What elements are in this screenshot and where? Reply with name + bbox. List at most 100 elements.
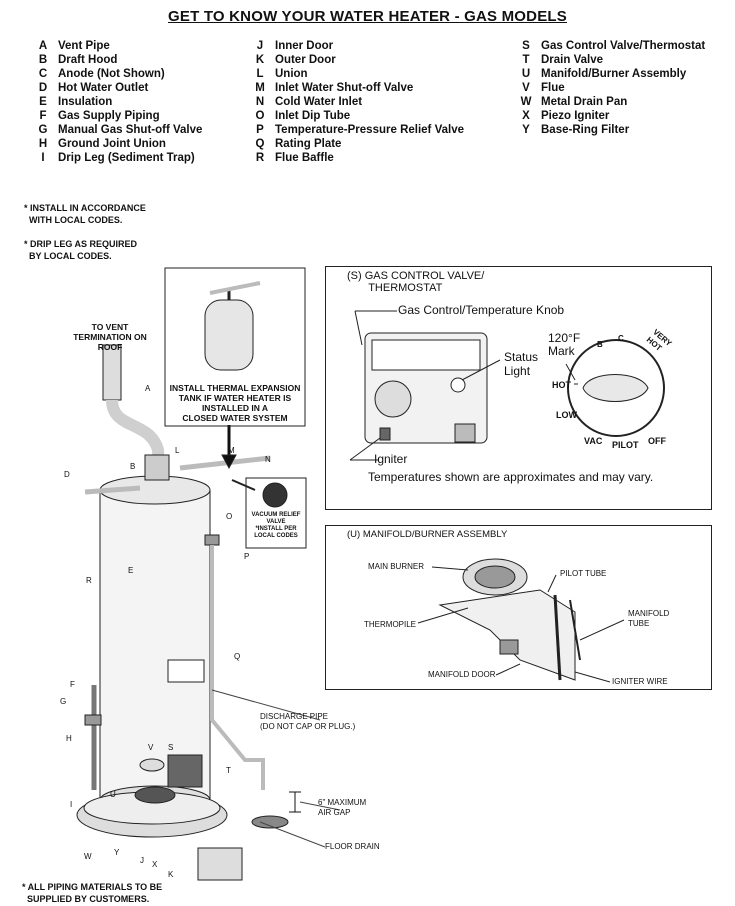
dial-low: LOW: [556, 410, 577, 420]
part-letter: G: [60, 697, 67, 706]
main-burner-label: MAIN BURNER: [368, 562, 425, 571]
part-letter: Y: [114, 848, 120, 857]
part-letter: B: [130, 462, 136, 471]
floor-drain-label: FLOOR DRAIN: [325, 842, 380, 851]
air-gap-label: 6" MAXIMUM AIR GAP: [318, 798, 367, 817]
vent-pipe: [106, 399, 166, 481]
pilot-tube: [553, 594, 562, 681]
pilot-tube-label: PILOT TUBE: [560, 569, 607, 578]
temperature-knob-small: [374, 380, 412, 418]
manifold-tube-label: MANIFOLD TUBE: [628, 609, 670, 628]
part-letter: P: [244, 552, 250, 561]
part-letter: Q: [234, 652, 241, 661]
temp-120-mark: 120°F Mark: [548, 331, 581, 358]
discharge-pipe: [210, 545, 265, 790]
dial-hot: HOT: [552, 380, 571, 390]
dial-c: C: [618, 334, 624, 343]
part-letter: L: [175, 446, 180, 455]
expansion-tank-note: INSTALL THERMAL EXPANSION TANK IF WATER …: [169, 383, 301, 423]
cold-water-pipe: [179, 455, 271, 471]
control-instruction-label: [371, 339, 481, 371]
dial-grip: [582, 374, 649, 402]
part-letter: N: [265, 455, 271, 464]
vacuum-relief-label: VACUUM RELIEF VALVE *INSTALL PER LOCAL C…: [251, 512, 301, 539]
page-title: GET TO KNOW YOUR WATER HEATER - GAS MODE…: [168, 8, 567, 25]
dial-b: B: [597, 340, 603, 349]
thermopile-label: THERMOPILE: [364, 620, 417, 629]
part-letter: O: [226, 512, 233, 521]
gas-control-valve: [167, 754, 203, 788]
dial-off: OFF: [648, 436, 666, 446]
gas-control-heading: (S) GAS CONTROL VALVE/ THERMOSTAT: [347, 270, 485, 294]
igniter-label: Igniter: [374, 452, 408, 466]
igniter-button: [379, 427, 391, 441]
knob-label: Gas Control/Temperature Knob: [398, 303, 565, 317]
install-note: * INSTALL IN ACCORDANCE WITH LOCAL CODES…: [24, 203, 146, 225]
temperature-footnote: Temperatures shown are approximates and …: [368, 470, 654, 484]
part-letter: D: [64, 470, 70, 479]
part-letter: T: [226, 766, 231, 775]
gas-shutoff-valve: [84, 714, 102, 726]
vent-label: TO VENT TERMINATION ON ROOF: [73, 322, 147, 352]
part-letter: X: [152, 860, 158, 869]
manifold-door-label: MANIFOLD DOOR: [428, 670, 496, 679]
hot-water-pipe: [84, 485, 141, 495]
part-letter: H: [66, 734, 72, 743]
part-letter: E: [128, 566, 134, 575]
expansion-tank-box: [164, 267, 306, 427]
status-light: [450, 377, 466, 393]
vacuum-relief-box: [245, 477, 307, 549]
floor-drain: [251, 815, 289, 829]
part-letter: W: [84, 852, 92, 861]
part-letter: U: [110, 790, 116, 799]
manifold-door-plate: [438, 589, 576, 681]
part-letter: R: [86, 576, 92, 585]
dial-vac: VAC: [584, 436, 603, 446]
part-letter: V: [148, 743, 154, 752]
rating-plate: [167, 659, 205, 683]
vacuum-relief-valve: [262, 482, 288, 508]
part-letter: J: [140, 856, 144, 865]
manifold-heading: (U) MANIFOLD/BURNER ASSEMBLY: [347, 529, 508, 540]
part-letter: M: [228, 446, 235, 455]
part-letter: K: [168, 870, 174, 879]
drip-leg-note: * DRIP LEG AS REQUIRED BY LOCAL CODES.: [24, 239, 138, 261]
outer-door: [197, 847, 243, 881]
part-letter: S: [168, 743, 174, 752]
dial-pilot: PILOT: [612, 440, 639, 450]
discharge-pipe-label: DISCHARGE PIPE (DO NOT CAP OR PLUG.): [260, 712, 356, 731]
draft-hood: [144, 454, 170, 481]
burner-assembly: [134, 786, 176, 804]
part-letter: A: [145, 384, 151, 393]
status-light-label: Status Light: [504, 350, 539, 378]
igniter-wire-label: IGNITER WIRE: [612, 677, 668, 686]
tank-body: [99, 489, 211, 801]
part-letter: F: [70, 680, 75, 689]
